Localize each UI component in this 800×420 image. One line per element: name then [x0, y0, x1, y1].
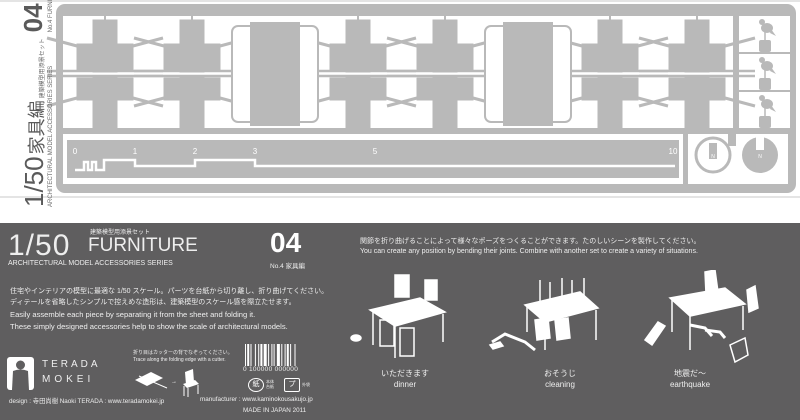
dinner-illustration — [350, 274, 447, 358]
cleaning-illustration — [488, 278, 600, 352]
logo-line2: MOKEI — [42, 374, 95, 385]
barcode-bar — [271, 344, 273, 366]
description-en-1: Easily assemble each piece by separating… — [10, 310, 256, 319]
compass-ring-part — [694, 136, 732, 174]
folding-jp: 折り目はカッターの背でなぞってください。 — [133, 350, 233, 356]
folding-en: Trace along the folding edge with a cutt… — [133, 357, 226, 363]
side-number: 04 — [18, 3, 48, 33]
figure-part — [638, 10, 756, 134]
scene-label-en: earthquake — [669, 380, 711, 389]
arrow-right-icon: → — [171, 379, 177, 385]
barcode-bar — [286, 344, 289, 366]
side-series-jp: 建築模型用添景セット — [40, 38, 46, 99]
info-panel: 1/50 建築模型用添景セット FURNITURE ARCHITECTURAL … — [0, 223, 800, 420]
barcode-bar — [258, 344, 260, 366]
barcode-bar — [250, 344, 252, 366]
scene-label-jp: いただきます — [381, 369, 429, 378]
paper-recycle-icon: 紙 — [248, 378, 264, 392]
side-series-en: ARCHITECTURAL MODEL ACCESSORIES SERIES — [48, 65, 54, 207]
description-en-2: These simply designed accessories help t… — [10, 322, 288, 331]
table-part — [231, 22, 319, 126]
header-scale: 1/50 — [8, 229, 71, 262]
barcode-bar — [290, 344, 292, 366]
side-label: 1/50 家具編 建築模型用添景セット ARCHITECTURAL MODEL … — [3, 0, 55, 207]
barcode-bar — [294, 344, 296, 366]
header-title: FURNITURE — [88, 235, 198, 256]
ruler-tick-label: 0 — [73, 147, 78, 156]
poses-en: You can create any position by bending t… — [360, 248, 698, 255]
bird-part — [739, 57, 790, 92]
figure-part — [46, 10, 164, 134]
person-silhouette-icon — [12, 360, 29, 390]
ruler-tick-label: 2 — [193, 147, 198, 156]
figure-part — [133, 10, 251, 134]
side-scale: 1/50 — [19, 156, 49, 207]
compass-north-label: N — [758, 154, 762, 160]
barcode-bar — [281, 344, 283, 366]
barcode-bar — [254, 344, 256, 366]
header-number-label: No.4 家具編 — [270, 263, 306, 270]
barcode-bar — [263, 344, 267, 366]
ruler-tick-label: 5 — [373, 147, 378, 156]
barcode-bar — [276, 344, 280, 366]
header-number: 04 — [270, 227, 302, 258]
description-jp-2: ディテールを省略したシンプルで控えめな造形は、建築模型のスケール感を際立たせます… — [10, 299, 296, 306]
scene-label-en: dinner — [393, 380, 417, 389]
table-part — [484, 22, 572, 126]
barcode-bar — [268, 344, 270, 366]
side-category: 家具編 — [27, 100, 47, 155]
made-in: MADE IN JAPAN 2011 — [243, 407, 307, 414]
ruler-tick-label: 3 — [253, 147, 258, 156]
terada-mokei-logo — [7, 357, 34, 390]
barcode-digits: 0 100000 000000 — [243, 366, 299, 373]
bird-part — [739, 95, 790, 130]
bird-part — [739, 19, 790, 54]
scene-label-jp: おそうじ — [544, 369, 576, 378]
folding-diagram: → — [135, 369, 199, 397]
barcode-bar — [284, 344, 286, 366]
barcode-bar — [247, 344, 250, 366]
poses-jp: 関節を折り曲げることによって様々なポーズをつくることができます。たのしいシーンを… — [360, 238, 701, 245]
paper-recycle-label: 本体 台紙 — [266, 379, 274, 389]
earthquake-illustration — [643, 270, 759, 364]
scene-label-jp: 地震だ～ — [674, 369, 706, 378]
cutout-sheet: 0 1 2 3 5 10 N N — [0, 0, 800, 198]
logo-line1: TERADA — [42, 359, 101, 370]
scene-illustrations — [350, 270, 759, 364]
compass-north-label: N — [711, 154, 715, 160]
barcode-bar — [245, 344, 246, 366]
barcode-bar — [273, 344, 275, 366]
side-number-label: No.4 FURNITURE — [48, 0, 54, 33]
ruler-tick-label: 1 — [133, 147, 138, 156]
description-jp-1: 住宅やインテリアの模型に最適な 1/50 スケール。パーツを台紙から切り離し、折… — [10, 288, 329, 295]
ruler-tick-label: 10 — [669, 147, 678, 156]
barcode — [245, 344, 296, 366]
header-series-jp: 建築模型用添景セット — [90, 230, 151, 236]
compass-disc-part — [742, 137, 778, 173]
header-series-en: ARCHITECTURAL MODEL ACCESSORIES SERIES — [8, 260, 173, 267]
design-credit: design : 寺田尚樹 Naoki TERADA : www.teradam… — [9, 398, 165, 405]
scale-ruler — [75, 158, 675, 172]
plastic-recycle-icon: プ — [284, 378, 300, 392]
barcode-bar — [260, 344, 263, 366]
plastic-recycle-label: 外袋 — [302, 382, 310, 387]
scene-label-en: cleaning — [545, 380, 575, 389]
figure-part — [386, 10, 504, 134]
manufacturer-credit: manufacturer : www.kaminokousakujo.jp — [200, 396, 313, 403]
figure-part — [551, 10, 669, 134]
